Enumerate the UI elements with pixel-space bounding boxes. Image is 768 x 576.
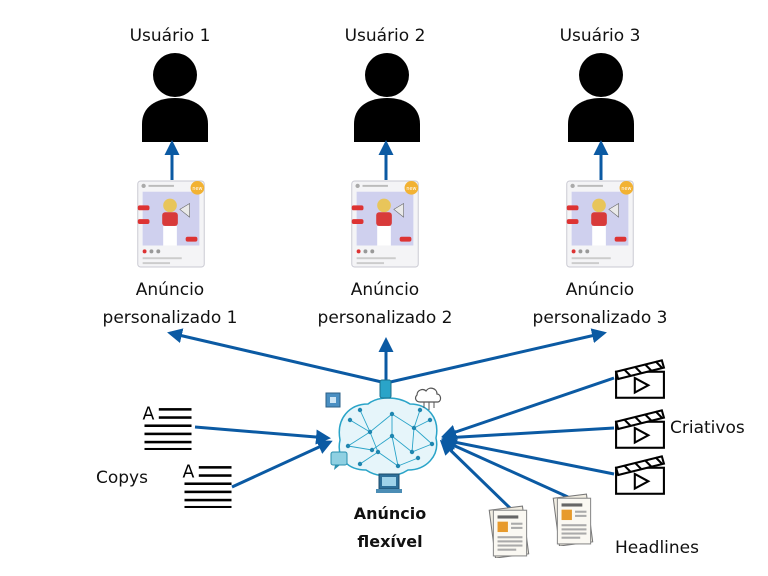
clapperboard-icon-1 — [614, 359, 666, 399]
arrow-from-creative-2 — [441, 426, 615, 445]
arrow-to-ad-1 — [167, 328, 387, 385]
phone-icon — [379, 379, 392, 399]
ad-label-3: Anúncio personalizado 3 — [500, 276, 700, 332]
ad-label-2: Anúncio personalizado 2 — [285, 276, 485, 332]
flexible-ad-line2: flexível — [357, 532, 423, 551]
criativos-label: Criativos — [670, 418, 745, 438]
newspaper-icon-2 — [552, 493, 594, 546]
ad-label-2-line2: personalizado 2 — [317, 308, 453, 328]
user-label-2: Usuário 2 — [344, 26, 426, 46]
copys-label: Copys — [96, 468, 148, 488]
user-icon-2 — [354, 53, 420, 142]
laptop-icon — [376, 473, 402, 493]
flexible-ad-label: Anúncio flexível — [330, 500, 450, 556]
user-label-1: Usuário 1 — [129, 26, 211, 46]
arrow-from-copy-1 — [194, 425, 331, 445]
arrow-from-creative-1 — [441, 376, 615, 440]
ad-label-2-line1: Anúncio — [350, 280, 420, 300]
copy-icon-2 — [182, 462, 232, 508]
ad-label-1-line2: personalizado 1 — [102, 308, 238, 328]
user-label-3: Usuário 3 — [559, 26, 641, 46]
ad-label-3-line2: personalizado 3 — [532, 308, 668, 328]
clapperboard-icon-3 — [614, 455, 666, 495]
user-icon-1 — [142, 53, 208, 142]
chip-icon — [325, 392, 341, 408]
arrow-from-headline-1 — [439, 439, 514, 512]
arrow-from-headline-2 — [441, 439, 569, 499]
headlines-label: Headlines — [615, 538, 699, 558]
clapperboard-icon-2 — [614, 409, 666, 449]
ad-label-3-line1: Anúncio — [565, 280, 635, 300]
ad-label-1-line1: Anúncio — [135, 280, 205, 300]
flexible-ad-line1: Anúncio — [353, 504, 427, 523]
arrow-to-ad-3 — [385, 328, 607, 385]
ai-brain-icon — [338, 397, 438, 477]
ad-label-1: Anúncio personalizado 1 — [70, 276, 270, 332]
cloud-icon — [414, 387, 442, 410]
ad-card-3 — [566, 180, 634, 268]
arrow-from-copy-2 — [231, 440, 333, 489]
user-icon-3 — [568, 53, 634, 142]
chat-icon — [330, 451, 348, 470]
copy-icon-1 — [142, 404, 192, 450]
ad-card-1 — [137, 180, 205, 268]
ad-card-2 — [351, 180, 419, 268]
arrow-from-creative-3 — [441, 434, 615, 476]
newspaper-icon-1 — [488, 505, 530, 558]
